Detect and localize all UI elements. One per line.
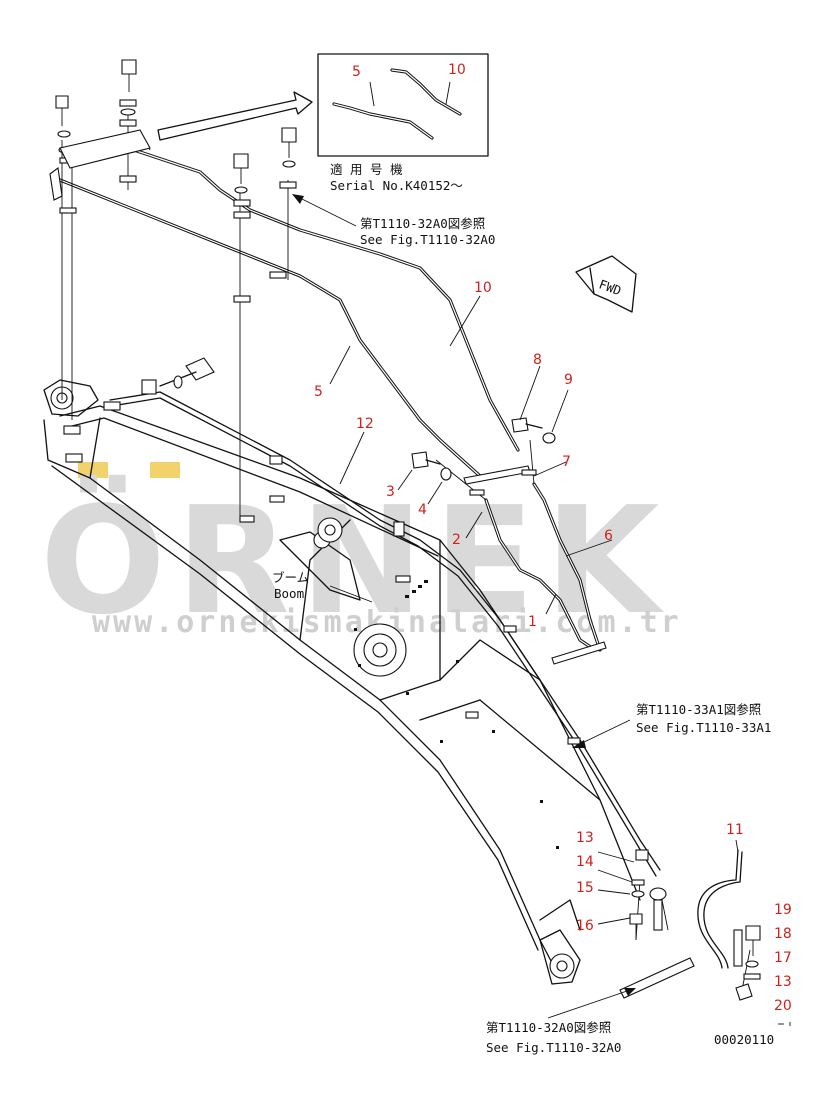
hose-11	[697, 849, 743, 969]
callout-16: 16	[576, 918, 594, 934]
callout-3: 3	[386, 484, 395, 500]
callout-7: 7	[562, 454, 571, 470]
callout-18: 18	[774, 926, 792, 942]
washer-4	[440, 467, 452, 481]
bolt-stack-top	[119, 59, 137, 183]
callout-14: 14	[576, 854, 594, 870]
washer-9	[542, 432, 556, 444]
watermark: ÖRNEK www.ornekismakinalari.com.tr	[40, 462, 679, 647]
hose-fitting	[619, 957, 695, 999]
fwd-arrow: FWD	[575, 255, 637, 313]
boom	[43, 379, 641, 985]
tube-1	[484, 498, 597, 652]
watermark-dot-right	[150, 462, 180, 478]
callout-15: 15	[576, 880, 594, 896]
tube-5	[58, 178, 482, 478]
ref-bottom-jp: 第T1110-32A0図参照	[486, 1020, 611, 1035]
callout-9: 9	[564, 372, 573, 388]
callout-1: 1	[528, 614, 537, 630]
ref-bottom-arrow	[547, 988, 636, 1019]
ref-top-arrow	[292, 194, 357, 227]
callout-19: 19	[774, 902, 792, 918]
plate-14	[631, 879, 645, 886]
callout-20: 20	[774, 998, 792, 1014]
bolt-16	[629, 913, 643, 940]
callout-10-inset: 10	[448, 62, 466, 78]
inset-serial-en: Serial No.K40152～	[330, 178, 463, 193]
callouts: 5 10 10 5 12 8 9 7 3 4 2 6 1 11 13 14 15…	[314, 62, 792, 1014]
bolt-stack-mid	[233, 153, 251, 303]
inset-arrow	[157, 91, 313, 141]
tube-12	[109, 391, 661, 877]
plate-2	[469, 489, 485, 496]
bolt-stack-right	[269, 127, 297, 279]
tube-10	[120, 144, 520, 452]
callout-5: 5	[314, 384, 323, 400]
bolt-3	[411, 451, 441, 469]
tip-connector	[649, 887, 667, 931]
plate-13b	[743, 973, 761, 980]
callout-6: 6	[604, 528, 613, 544]
callout-11: 11	[726, 822, 744, 838]
plate-7	[521, 469, 537, 476]
callout-12: 12	[356, 416, 374, 432]
callout-17: 17	[774, 950, 792, 966]
drawing-number: 00020110	[714, 1032, 774, 1047]
bolt-8	[511, 417, 543, 433]
callout-2: 2	[452, 532, 461, 548]
foot-bolts	[63, 357, 215, 463]
callout-13b: 13	[774, 974, 792, 990]
inset-serial-jp: 適 用 号 機	[330, 162, 403, 177]
ref-top-en: See Fig.T1110-32A0	[360, 232, 495, 247]
clamp-plate-top	[59, 129, 151, 169]
callout-4: 4	[418, 502, 427, 518]
inset-box	[317, 53, 489, 157]
ref-mid-jp: 第T1110-33A1図参照	[636, 702, 761, 717]
clip-20	[735, 983, 753, 1001]
washer-17	[745, 960, 759, 968]
callout-10: 10	[474, 280, 492, 296]
tube-6	[532, 482, 602, 652]
ref-top-jp: 第T1110-32A0図参照	[360, 216, 485, 231]
bolt-18	[745, 925, 761, 956]
callout-leaders	[329, 295, 739, 925]
callout-13: 13	[576, 830, 594, 846]
washer-15	[631, 890, 645, 898]
boom-label-jp: ブーム	[272, 570, 309, 585]
clamps-tube-12	[239, 455, 649, 861]
ref-mid-en: See Fig.T1110-33A1	[636, 720, 771, 735]
fwd-label: FWD	[597, 276, 623, 298]
callout-5-inset: 5	[352, 64, 361, 80]
boom-label-en: Boom	[274, 586, 304, 601]
watermark-dot-left	[78, 462, 108, 478]
ref-mid-arrow	[572, 719, 631, 748]
callout-8: 8	[533, 352, 542, 368]
ref-bottom-en: See Fig.T1110-32A0	[486, 1040, 621, 1055]
